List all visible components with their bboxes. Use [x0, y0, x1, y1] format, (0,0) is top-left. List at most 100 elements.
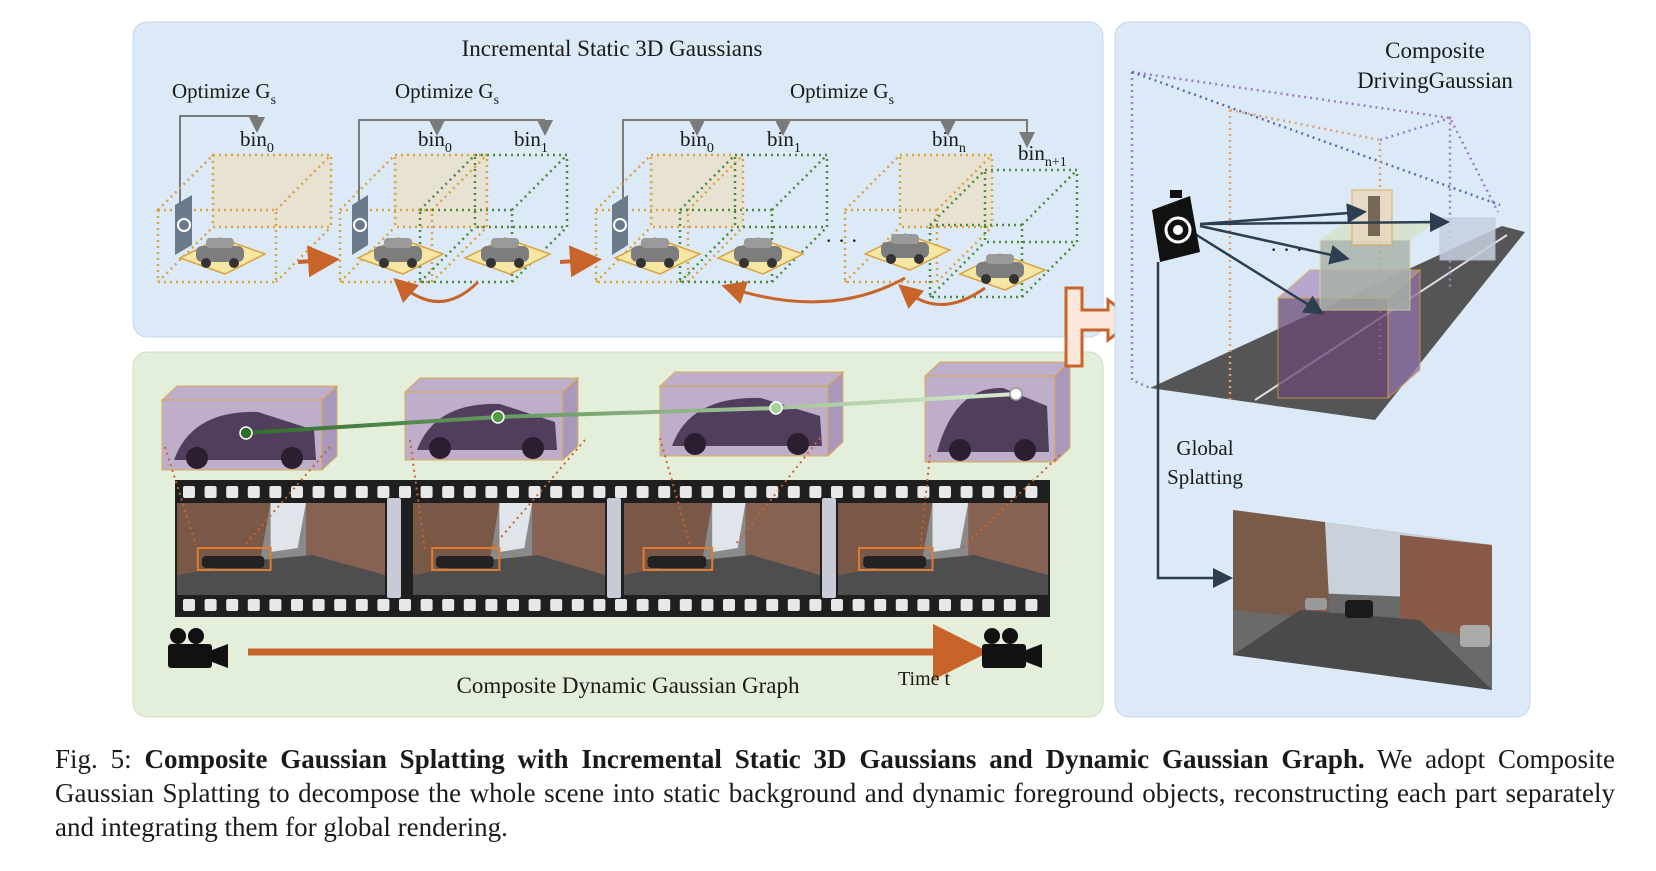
- film-hole: [507, 599, 519, 611]
- film-hole: [636, 486, 649, 498]
- camera-rays: [1194, 203, 1450, 315]
- optimize-label-1: Optimize Gs: [172, 79, 276, 108]
- film-hole: [658, 599, 671, 611]
- trajectory-node: [1009, 387, 1023, 401]
- film-hole: [723, 486, 735, 498]
- film-hole: [485, 599, 498, 611]
- bin-box: [156, 153, 333, 284]
- film-hole: [571, 486, 584, 498]
- film-hole: [183, 486, 195, 498]
- bin-label: bin0: [418, 127, 452, 156]
- film-hole: [420, 486, 433, 498]
- rendered-output-image: [1233, 510, 1492, 690]
- car-icon: [463, 237, 552, 275]
- film-hole: [550, 486, 563, 498]
- film-hole: [226, 486, 239, 498]
- film-hole: [917, 486, 930, 498]
- trajectory-node: [769, 401, 783, 415]
- trajectory-node: [491, 410, 505, 424]
- static-bin-boxes: [156, 153, 1079, 299]
- film-hole: [809, 599, 822, 611]
- object-trajectory: [245, 392, 1017, 435]
- film-hole: [787, 486, 800, 498]
- film-hole: [571, 599, 584, 611]
- film-hole: [701, 486, 714, 498]
- film-hole: [679, 486, 692, 498]
- feedback-arrows: [393, 276, 986, 309]
- film-hole: [528, 599, 541, 611]
- video-camera-icon: [168, 628, 228, 668]
- car-icon: [863, 233, 952, 271]
- film-hole: [485, 486, 498, 498]
- car-icon: [958, 253, 1047, 291]
- film-hole: [334, 486, 347, 498]
- film-hole: [377, 599, 390, 611]
- film-hole: [766, 486, 779, 498]
- film-strip: [175, 480, 1050, 617]
- film-hole: [463, 486, 476, 498]
- film-hole: [744, 599, 757, 611]
- caption-label: Fig. 5:: [55, 744, 145, 774]
- film-hole: [550, 599, 563, 611]
- frame-separator: [607, 498, 621, 598]
- film-frame: [624, 503, 820, 595]
- film-hole: [809, 486, 822, 498]
- film-hole: [399, 486, 411, 498]
- film-hole: [636, 599, 649, 611]
- car-icon: [613, 237, 702, 275]
- caption-text: We adopt Composite Gaussian Splatting to…: [55, 744, 1615, 842]
- figure-diagram: Incremental Static 3D Gaussians Optimize…: [132, 21, 1531, 718]
- film-hole: [939, 599, 951, 611]
- film-frame: [413, 503, 605, 595]
- composite-title-line2: DrivingGaussian: [1357, 68, 1513, 93]
- film-hole: [960, 486, 973, 498]
- film-hole: [1003, 599, 1016, 611]
- object-box: [658, 370, 845, 458]
- composite-title-line1: Composite: [1385, 38, 1485, 63]
- film-hole: [960, 599, 973, 611]
- bin-label: bin0: [680, 127, 714, 156]
- camera-icon: [352, 195, 368, 255]
- film-hole: [291, 599, 303, 611]
- projection-lines: [164, 437, 1061, 551]
- composite-object-box: [1319, 222, 1435, 311]
- film-hole: [420, 599, 433, 611]
- time-label: Time t: [898, 668, 951, 690]
- film-hole: [852, 599, 865, 611]
- optimize-label-3: Optimize Gs: [790, 79, 894, 108]
- bin-label: binn+1: [1018, 141, 1067, 170]
- film-hole: [982, 599, 995, 611]
- film-hole: [917, 599, 930, 611]
- dynamic-panel-title: Composite Dynamic Gaussian Graph: [456, 673, 800, 698]
- step-arrows: [297, 245, 602, 278]
- car-icon: [356, 237, 445, 275]
- film-hole: [723, 599, 735, 611]
- film-hole: [463, 599, 476, 611]
- bin-label: bin1: [767, 127, 801, 156]
- film-hole: [204, 486, 217, 498]
- film-hole: [269, 486, 282, 498]
- camera-icon: [1152, 190, 1200, 262]
- film-hole: [831, 599, 843, 611]
- video-camera-icon: [982, 628, 1042, 668]
- film-hole: [247, 486, 260, 498]
- film-hole: [679, 599, 692, 611]
- film-hole: [982, 486, 995, 498]
- film-hole: [247, 599, 260, 611]
- film-hole: [701, 599, 714, 611]
- film-hole: [895, 486, 908, 498]
- film-hole: [355, 486, 368, 498]
- frame-separator: [822, 498, 836, 598]
- bin-box: [594, 153, 745, 284]
- camera-icon: [175, 195, 192, 255]
- film-hole: [183, 599, 195, 611]
- film-hole: [744, 486, 757, 498]
- composite-object-box: [1439, 217, 1496, 261]
- film-hole: [291, 486, 303, 498]
- splatting-label-line1: Global: [1176, 436, 1233, 460]
- caption-title: Composite Gaussian Splatting with Increm…: [144, 744, 1365, 774]
- film-hole: [204, 599, 217, 611]
- bin-label: bin0: [240, 127, 274, 156]
- film-hole: [787, 599, 800, 611]
- film-hole: [355, 599, 368, 611]
